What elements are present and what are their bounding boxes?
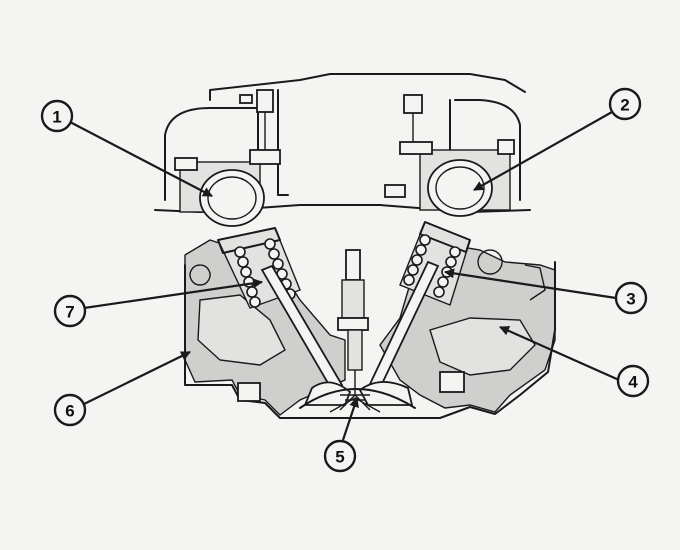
leader-6 bbox=[83, 351, 191, 405]
leader-2 bbox=[473, 111, 613, 191]
leader-5 bbox=[341, 397, 359, 441]
callout-3: 3 bbox=[614, 281, 648, 315]
callout-7: 7 bbox=[53, 294, 87, 328]
callout-4-label: 4 bbox=[628, 373, 638, 392]
callout-6: 6 bbox=[53, 393, 87, 427]
leader-4 bbox=[499, 325, 620, 382]
leader-1 bbox=[69, 121, 213, 197]
leader-3 bbox=[444, 268, 617, 300]
callout-5: 5 bbox=[323, 439, 357, 473]
callout-6-label: 6 bbox=[65, 402, 74, 421]
callout-4: 4 bbox=[616, 364, 650, 398]
callout-2-label: 2 bbox=[620, 96, 629, 115]
callout-7-label: 7 bbox=[65, 303, 74, 322]
callout-5-label: 5 bbox=[335, 448, 344, 467]
callout-2: 2 bbox=[608, 87, 642, 121]
callout-3-label: 3 bbox=[626, 290, 635, 309]
cylinder-head-casting bbox=[184, 239, 556, 419]
leader-7 bbox=[83, 278, 263, 310]
spark-plug bbox=[337, 249, 370, 401]
intake-camshaft bbox=[199, 169, 265, 227]
callout-1-label: 1 bbox=[52, 108, 61, 127]
leader-lines bbox=[69, 111, 620, 441]
callout-1: 1 bbox=[40, 99, 74, 133]
exhaust-camshaft bbox=[427, 159, 493, 217]
